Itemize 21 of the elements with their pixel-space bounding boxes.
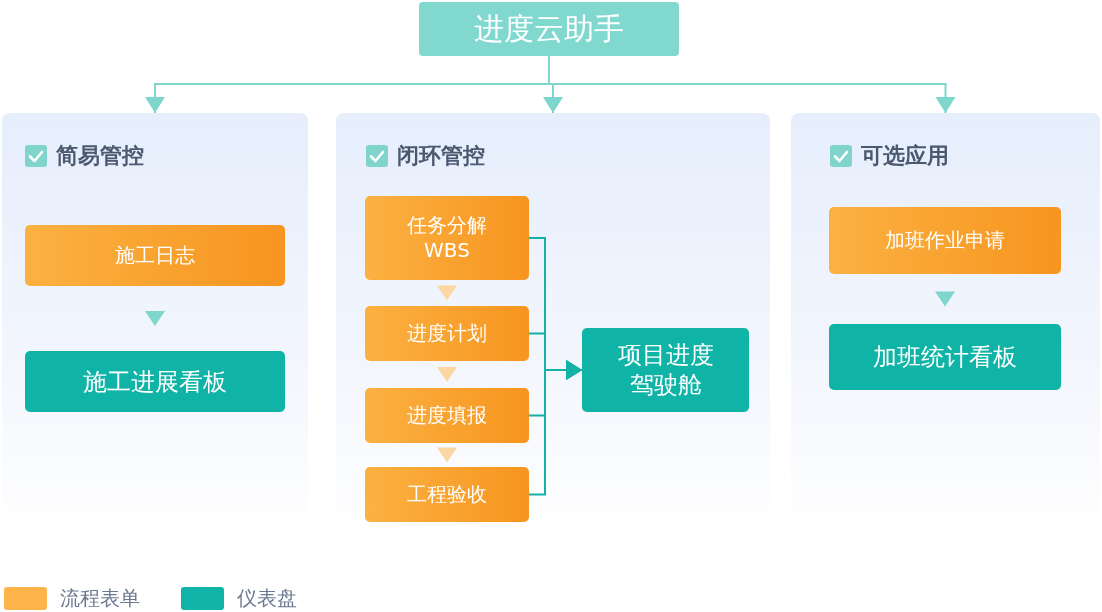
panel-heading: 可选应用 <box>861 143 949 169</box>
form-box: 进度填报 <box>365 388 529 443</box>
arrow <box>437 367 457 382</box>
header-box: 进度云助手 <box>419 2 679 56</box>
panel-heading: 简易管控 <box>56 143 144 169</box>
arrow <box>437 285 457 301</box>
dashboard-box: 施工进展看板 <box>25 351 285 412</box>
form-box: 施工日志 <box>25 225 285 286</box>
arrow <box>528 360 583 496</box>
form-box: 进度计划 <box>365 306 529 361</box>
legend-label: 流程表单 <box>60 586 140 610</box>
form-box: 加班作业申请 <box>829 207 1061 274</box>
arrow <box>935 291 955 307</box>
dashboard-box: 项目进度驾驶舱 <box>582 328 749 412</box>
legend-label: 仪表盘 <box>237 586 297 610</box>
panel-heading: 闭环管控 <box>397 143 485 169</box>
arrow <box>437 447 457 463</box>
form-box: 工程验收 <box>365 467 529 522</box>
form-box: 任务分解 WBS <box>365 196 529 280</box>
dashboard-box: 加班统计看板 <box>829 324 1061 390</box>
arrow <box>145 311 165 326</box>
